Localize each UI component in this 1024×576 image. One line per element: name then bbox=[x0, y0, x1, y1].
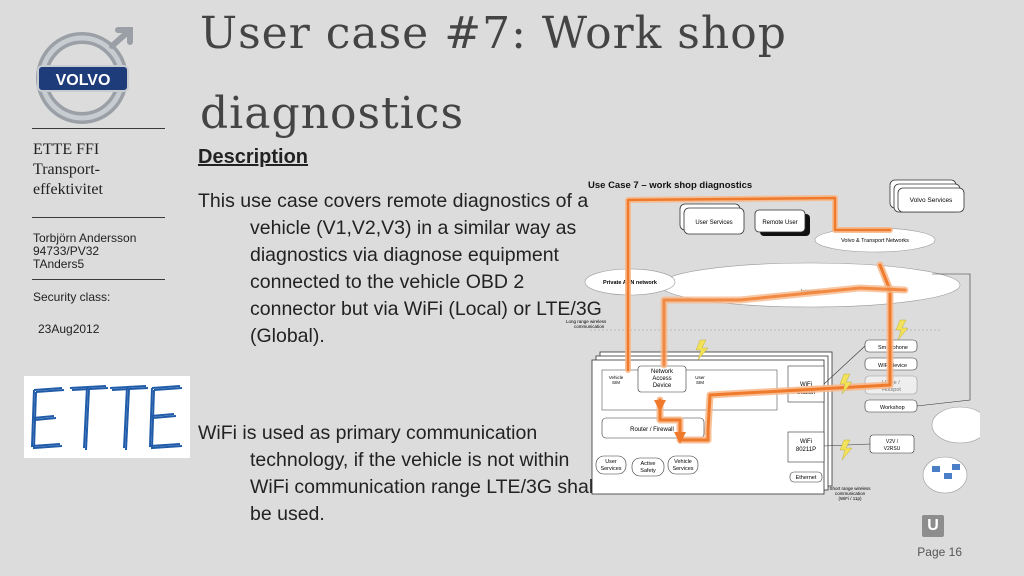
pill-label: Services bbox=[600, 466, 621, 472]
description-paragraph: WiFi is used as primary communication te… bbox=[198, 422, 598, 525]
user-sim-label: SIM bbox=[696, 380, 704, 385]
vehicle-sim-label: Vehicle bbox=[609, 375, 624, 380]
vehicle-service-pills: User Services Active Safety Vehicle Serv… bbox=[595, 455, 699, 477]
diagram-title: Use Case 7 – work shop diagnostics bbox=[588, 180, 752, 191]
pill-label: User bbox=[605, 459, 617, 465]
user-services-label: User Services bbox=[695, 220, 732, 226]
workshop-diagnostics-diagram: Use Case 7 – work shop diagnostics Volvo… bbox=[566, 179, 980, 501]
device-label: Hotspot bbox=[882, 387, 901, 393]
device-label: V2V / bbox=[886, 439, 899, 445]
slide-title-line: diagnostics bbox=[200, 88, 465, 139]
vehicle-sim-label: SIM bbox=[612, 380, 620, 385]
slide-title: User case #7: Work shop diagnostics bbox=[200, 0, 1000, 148]
wifi-80211p-label: WiFi bbox=[800, 439, 812, 445]
sidebar-divider bbox=[32, 279, 165, 280]
pill-label: Vehicle bbox=[674, 459, 692, 465]
volvo-services-label: Volvo Services bbox=[910, 197, 953, 204]
security-class: Security class: bbox=[33, 290, 111, 304]
short-range-label: communication bbox=[835, 491, 866, 496]
sidebar-divider bbox=[32, 217, 165, 218]
author-name: Torbjörn Andersson bbox=[33, 231, 137, 245]
nad-label: Device bbox=[653, 383, 672, 389]
ette-logo-graphic bbox=[30, 385, 183, 451]
wifi-station-label: WiFi bbox=[800, 382, 812, 388]
long-range-label: Long range wireless bbox=[566, 319, 607, 324]
organization-block: ETTE FFI Transport- effektivitet bbox=[33, 140, 103, 200]
transport-networks-label: Volvo & Transport Networks bbox=[841, 238, 909, 244]
user-sim-label: User bbox=[695, 375, 705, 380]
section-heading: Description bbox=[198, 146, 309, 168]
volvo-logo-text: VOLVO bbox=[56, 72, 111, 89]
org-line: ETTE FFI bbox=[33, 141, 100, 158]
pill-label: Active bbox=[641, 461, 656, 467]
remote-user-box: Remote User bbox=[754, 209, 810, 236]
nav-button[interactable]: U bbox=[922, 515, 944, 537]
description-paragraph: This use case covers remote diagnostics … bbox=[198, 190, 602, 347]
nad-label: Network bbox=[651, 369, 674, 375]
author-block: Torbjörn Andersson 94733/PV32 TAnders5 bbox=[33, 232, 136, 271]
device-label: Workshop bbox=[880, 405, 905, 411]
org-line: Transport- bbox=[33, 161, 100, 178]
slide-date: 23Aug2012 bbox=[38, 322, 100, 336]
router-label: Router / Firewall bbox=[630, 427, 674, 433]
volvo-services-box: Volvo Services bbox=[889, 179, 965, 213]
ethernet-label: Ethernet bbox=[796, 475, 817, 481]
short-range-label: (WiFi / 11p) bbox=[839, 496, 862, 501]
ette-logo bbox=[24, 376, 190, 458]
nad-label: Access bbox=[652, 376, 671, 382]
slide-title-line: User case #7: Work shop bbox=[200, 8, 787, 59]
wifi-station-box bbox=[787, 365, 825, 403]
long-range-label: communication bbox=[574, 324, 605, 329]
user-services-box: User Services bbox=[679, 203, 745, 235]
vehicles-cluster bbox=[922, 406, 980, 494]
wifi-80211p-box bbox=[787, 431, 825, 463]
volvo-logo: VOLVO bbox=[34, 22, 134, 124]
pill-label: Safety bbox=[640, 468, 656, 474]
wifi-80211p-label: 80211P bbox=[796, 447, 816, 453]
ethernet-pill bbox=[789, 471, 823, 483]
short-range-label: Short range wireless bbox=[829, 486, 871, 491]
author-id: 94733/PV32 bbox=[33, 244, 100, 258]
remote-user-label: Remote User bbox=[762, 220, 797, 226]
org-line: effektivitet bbox=[33, 181, 103, 198]
wireless-bolts bbox=[695, 319, 909, 461]
pill-label: Services bbox=[672, 466, 693, 472]
device-label: V2RSU bbox=[884, 446, 901, 452]
sidebar-divider bbox=[32, 128, 165, 129]
route-paths bbox=[625, 195, 909, 444]
author-handle: TAnders5 bbox=[33, 257, 85, 271]
page-number: Page 16 bbox=[917, 545, 962, 559]
